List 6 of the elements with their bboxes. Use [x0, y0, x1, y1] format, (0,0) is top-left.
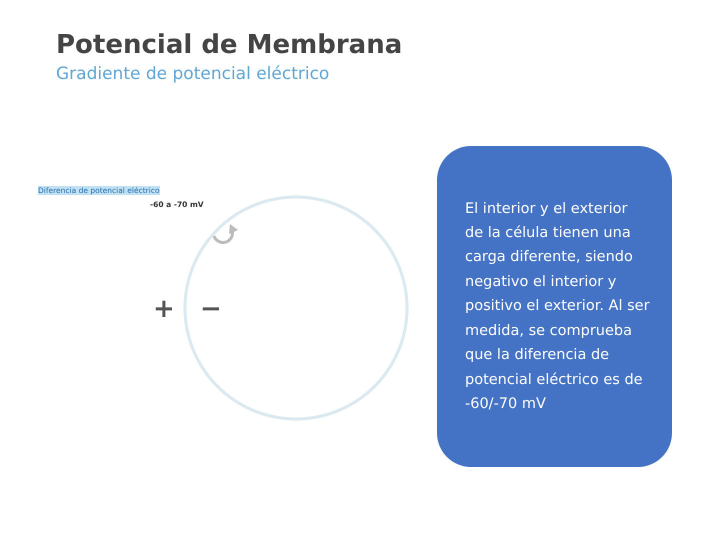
text-card: [437, 146, 672, 467]
card-text: El interior y el exterior de la célula tienen una carga diferente, siendo negativo el interior y positivo el exterior. Al ser medida, se comprueba que la diferencia de potencial eléctrico es de -60/-70 mV: [465, 200, 650, 414]
minus-sign: −: [200, 296, 222, 322]
plus-sign: +: [153, 296, 175, 322]
title: Potencial de Membrana: [56, 30, 402, 60]
subtitle: Gradiente de potencial eléctrico: [56, 64, 330, 84]
